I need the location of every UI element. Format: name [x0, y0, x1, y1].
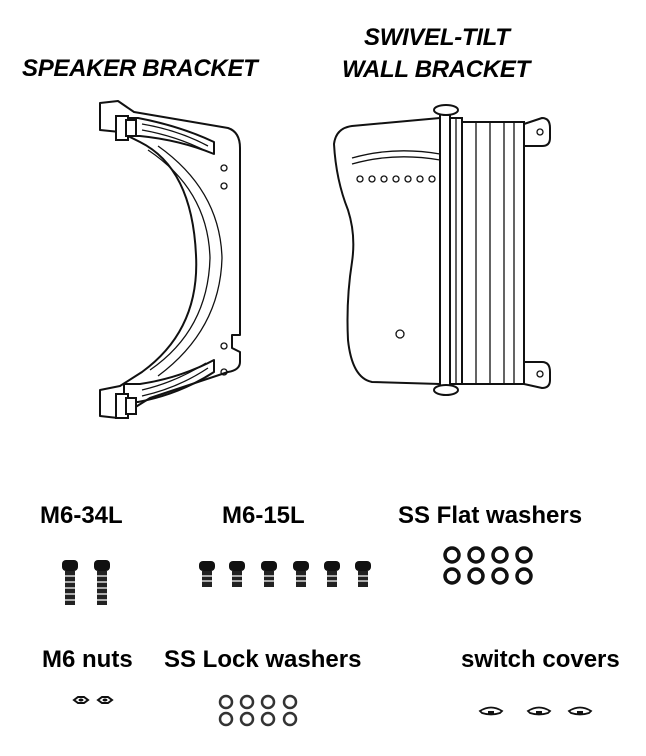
short-bolt	[355, 561, 371, 587]
m6-nuts	[72, 696, 114, 704]
m6-34l-label: M6-34L	[40, 502, 123, 529]
switch-covers	[478, 706, 593, 716]
m6-15l-bolts	[199, 561, 371, 587]
m6-15l-label: M6-15L	[222, 502, 305, 529]
speaker-bracket-drawing	[99, 100, 241, 419]
wall-bracket-title-line2: WALL BRACKET	[342, 56, 530, 83]
short-bolt	[229, 561, 245, 587]
short-bolt	[324, 561, 340, 587]
lock-washers-label: SS Lock washers	[164, 646, 362, 673]
long-bolt	[94, 560, 110, 605]
short-bolt	[293, 561, 309, 587]
long-bolt	[62, 560, 78, 605]
short-bolt	[199, 561, 215, 587]
m6-34l-bolts	[62, 560, 110, 605]
flat-washers	[443, 546, 533, 585]
adjustment-holes	[356, 175, 436, 183]
wall-bracket-drawing	[333, 104, 551, 396]
wall-bracket-title-line1: SWIVEL-TILT	[364, 24, 510, 51]
flat-washers-label: SS Flat washers	[398, 502, 583, 529]
switch-covers-label: switch covers	[461, 646, 620, 673]
short-bolt	[261, 561, 277, 587]
lock-washers	[218, 694, 298, 727]
speaker-bracket-title: SPEAKER BRACKET	[22, 55, 258, 82]
m6-nuts-label: M6 nuts	[42, 646, 133, 673]
